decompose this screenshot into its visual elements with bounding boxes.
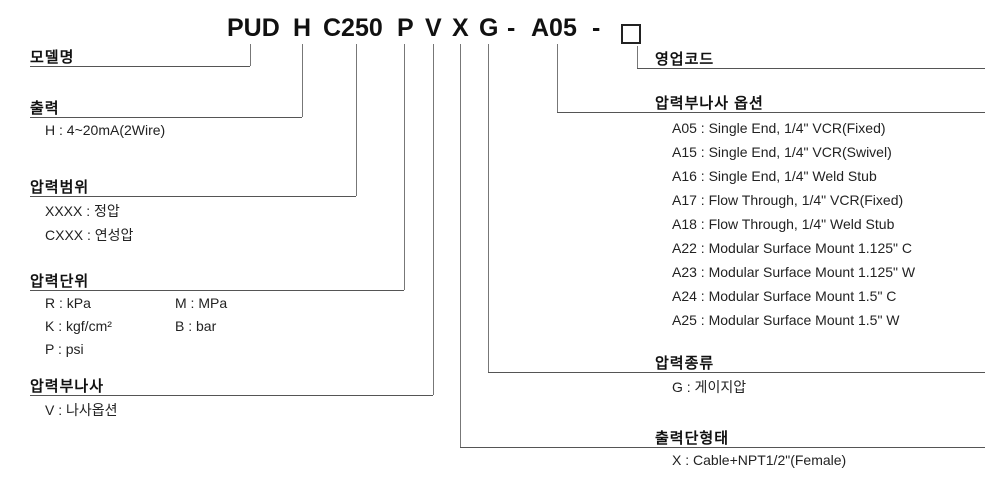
thread-option-item: A15 : Single End, 1/4" VCR(Swivel) [672,144,892,160]
section-title-model-name: 모델명 [30,49,75,66]
code-segment-g: G [479,14,499,42]
pressure-range-item: XXXX : 정압 [45,203,120,219]
section-title-pressure-thread: 압력부나사 [30,378,105,395]
code-segment-pud: PUD [227,14,280,42]
pressure-unit-item: B : bar [175,318,217,334]
pressure-unit-item: P : psi [45,341,84,357]
pressure-type-item: G : 게이지압 [672,379,747,395]
connector-line-c250 [356,44,357,196]
thread-option-item: A25 : Modular Surface Mount 1.5" W [672,312,900,328]
connector-line-v [433,44,434,395]
section-title-pressure-unit: 압력단위 [30,273,90,290]
code-dash-1: - [507,14,516,42]
rule-model-name [30,66,250,67]
thread-option-item: A23 : Modular Surface Mount 1.125" W [672,264,916,280]
output-item: H : 4~20mA(2Wire) [45,122,166,138]
thread-option-item: A17 : Flow Through, 1/4" VCR(Fixed) [672,192,904,208]
code-dash-2: - [592,14,601,42]
thread-option-item: A22 : Modular Surface Mount 1.125" C [672,240,912,256]
section-title-sales-code: 영업코드 [655,51,715,68]
code-segment-a05: A05 [531,14,577,42]
thread-option-item: A16 : Single End, 1/4" Weld Stub [672,168,877,184]
pressure-unit-item: M : MPa [175,295,228,311]
rule-output-terminal [460,447,985,448]
code-segment-c250: C250 [323,14,383,42]
connector-line-pud [250,44,251,66]
connector-line-g [488,44,489,372]
connector-line-a05 [557,44,558,112]
connector-line-p [404,44,405,290]
code-segment-x: X [452,14,469,42]
thread-option-item: A18 : Flow Through, 1/4" Weld Stub [672,216,895,232]
section-title-pressure-range: 압력범위 [30,179,90,196]
rule-sales-code [637,68,985,69]
code-segment-v: V [425,14,442,42]
section-title-thread-options: 압력부나사 옵션 [655,95,764,112]
rule-thread-options [557,112,985,113]
sales-code-placeholder-box [621,24,641,44]
connector-line-h [302,44,303,117]
rule-output [30,117,302,118]
section-title-output-terminal: 출력단형태 [655,430,730,447]
connector-line-box [637,46,638,68]
pressure-unit-item: K : kgf/cm² [45,318,112,334]
output-terminal-item: X : Cable+NPT1/2"(Female) [672,452,847,468]
rule-pressure-thread [30,395,433,396]
rule-pressure-range [30,196,356,197]
code-segment-p: P [397,14,414,42]
rule-pressure-type [488,372,985,373]
thread-option-item: A05 : Single End, 1/4" VCR(Fixed) [672,120,886,136]
pressure-thread-item: V : 나사옵션 [45,402,118,418]
pressure-unit-item: R : kPa [45,295,91,311]
code-segment-h: H [293,14,312,42]
rule-pressure-unit [30,290,404,291]
pressure-range-item: CXXX : 연성압 [45,227,134,243]
thread-option-item: A24 : Modular Surface Mount 1.5" C [672,288,897,304]
section-title-output: 출력 [30,100,60,117]
connector-line-x [460,44,461,447]
section-title-pressure-type: 압력종류 [655,355,715,372]
